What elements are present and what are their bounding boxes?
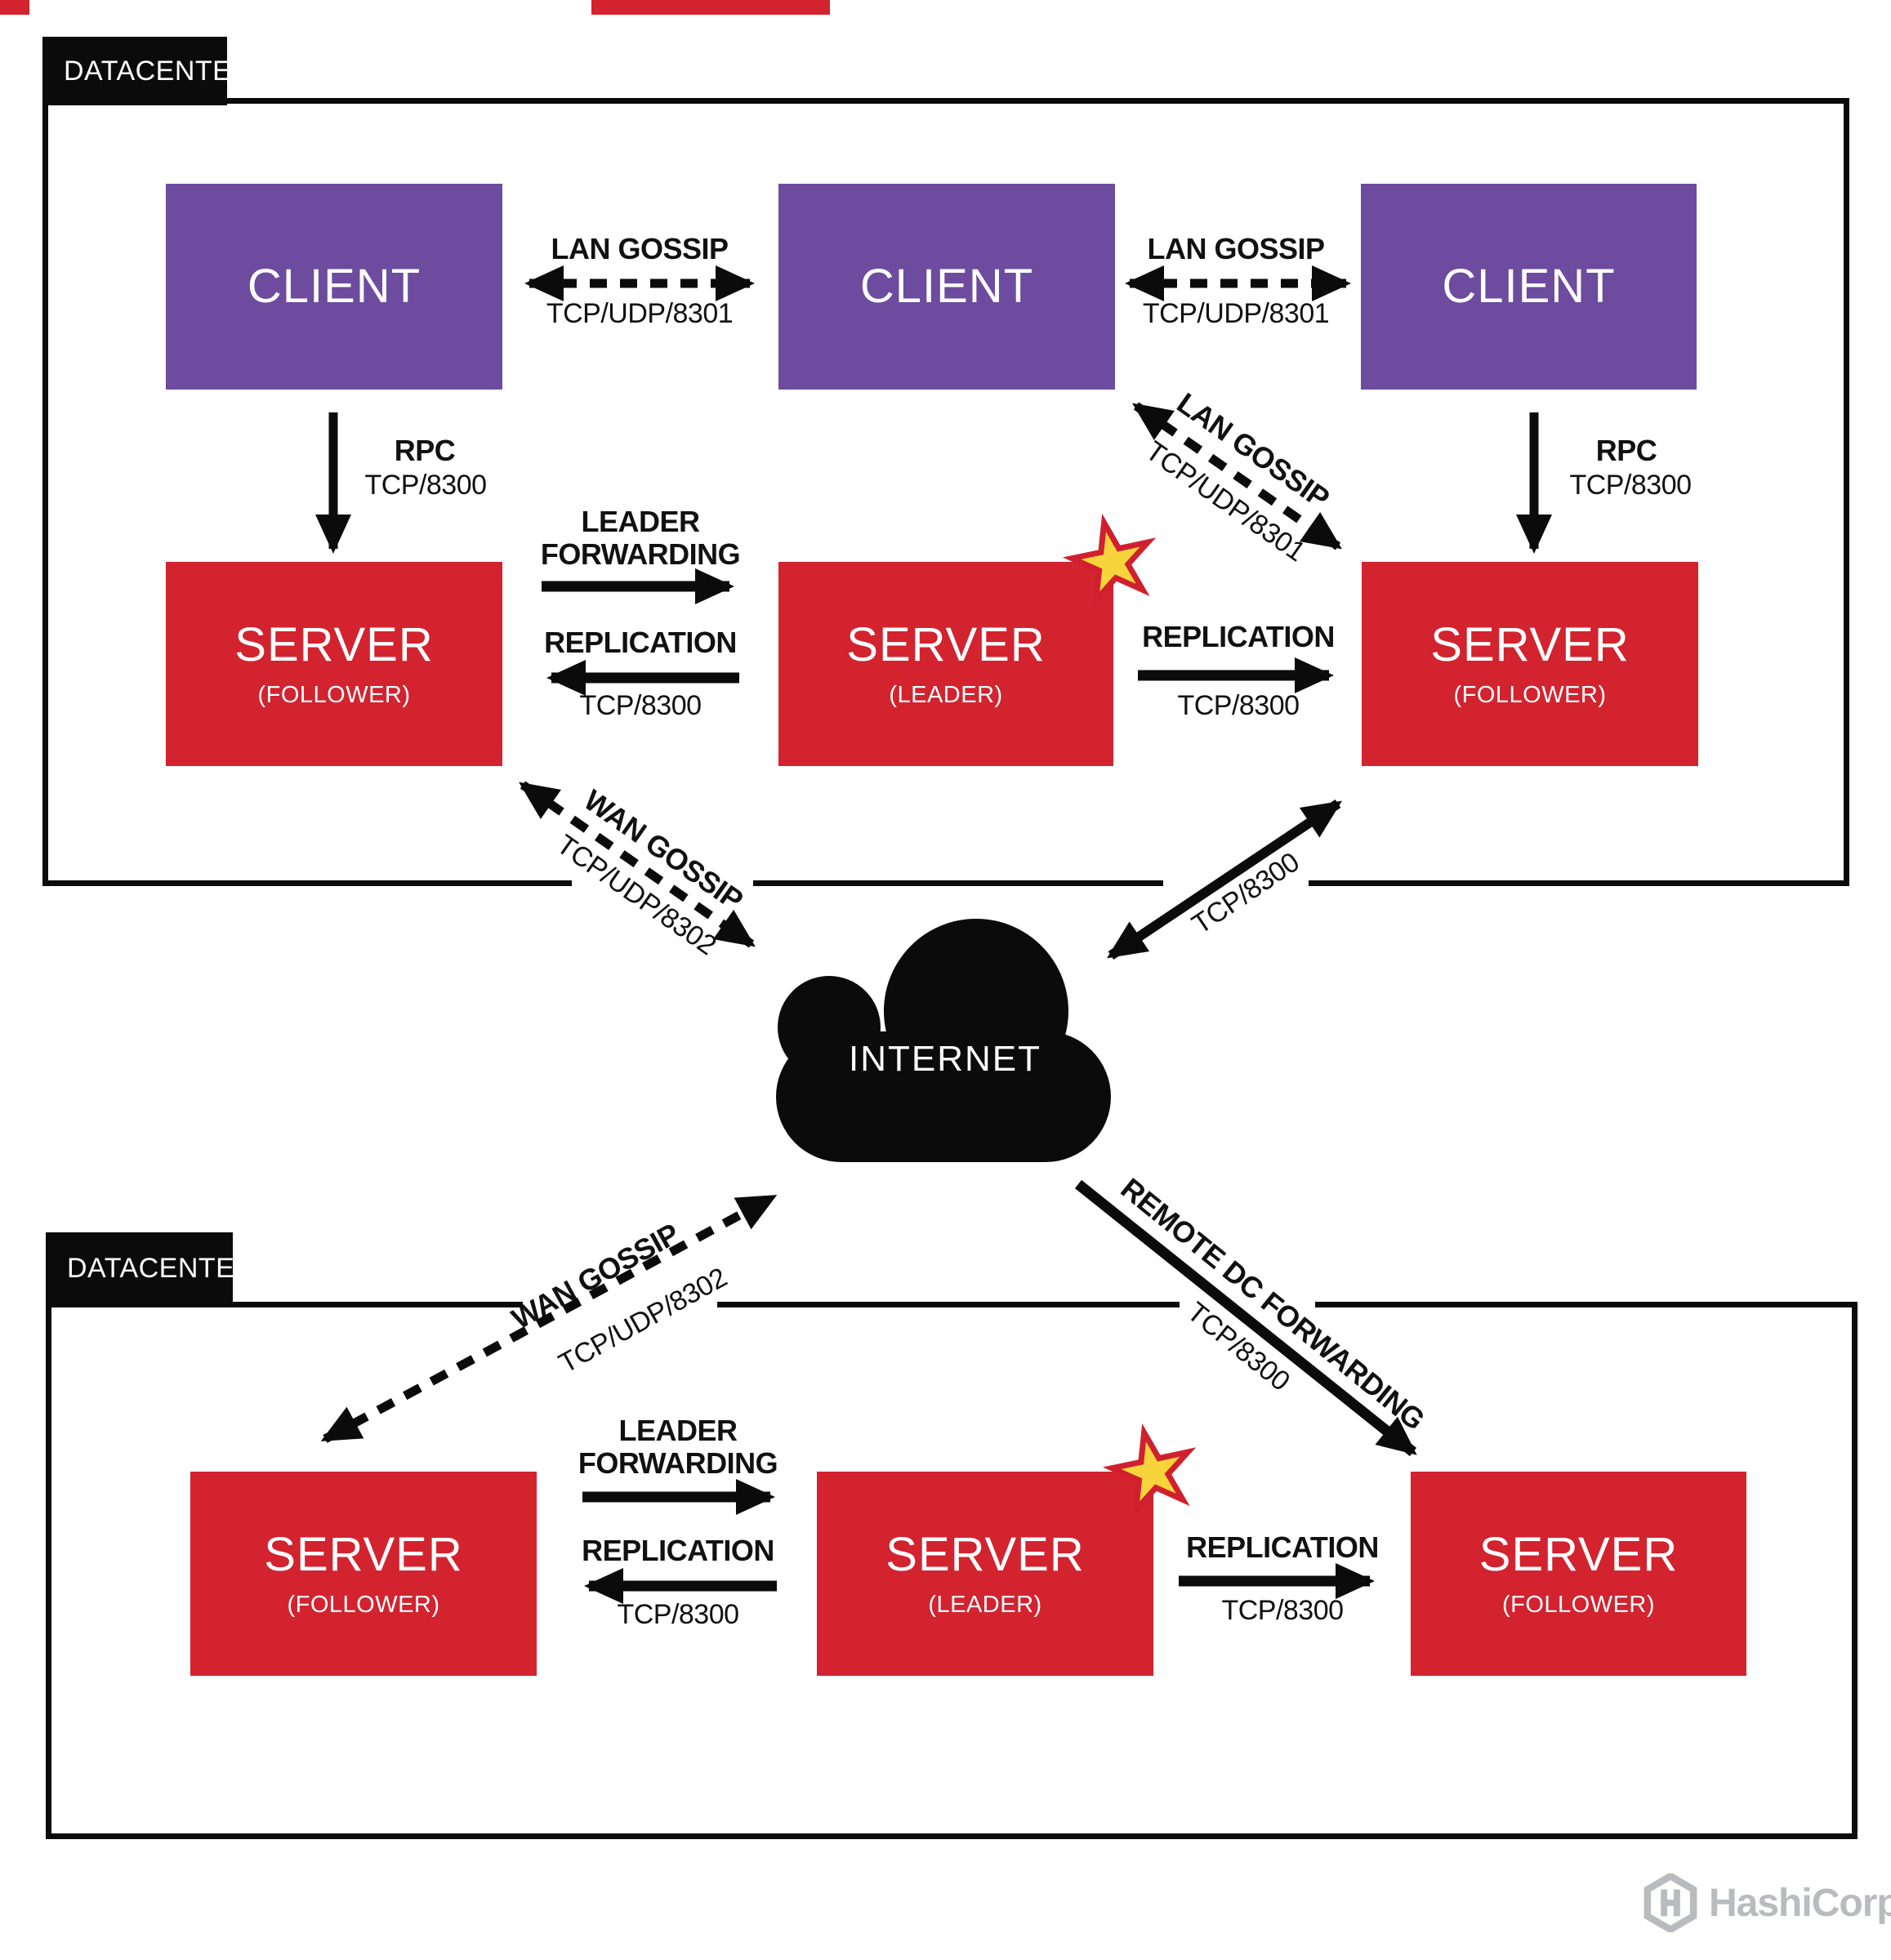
replication-fwd-dc2-label: REPLICATION (1186, 1530, 1379, 1564)
dc1-server-follower-2: SERVER (FOLLOWER) (1362, 562, 1698, 766)
datacenter1-label-text: DATACENTER 1 (64, 55, 276, 87)
dc2-server-leader: SERVER (LEADER) (817, 1472, 1153, 1676)
datacenter2-label-text: DATACENTER 2 (67, 1253, 279, 1284)
replication-back-dc1-port: TCP/8300 (579, 690, 702, 721)
replication-back-dc2-label: REPLICATION (582, 1534, 774, 1567)
dc2-server-1-title: SERVER (264, 1527, 463, 1581)
replication-back-dc1-label: REPLICATION (544, 626, 737, 659)
dc2-server-2-subtitle: (LEADER) (928, 1591, 1042, 1618)
dc1-server-2-subtitle: (LEADER) (889, 681, 1003, 708)
dc1-server-follower-1: SERVER (FOLLOWER) (166, 562, 502, 766)
rpc-right-label: RPC (1595, 434, 1657, 467)
datacenter2-label: DATACENTER 2 (46, 1232, 279, 1305)
dc1-client-2-title: CLIENT (859, 260, 1034, 313)
datacenter1-boundary (42, 98, 1849, 886)
dc1-server-1-title: SERVER (234, 617, 434, 671)
dc2-server-follower-2: SERVER (FOLLOWER) (1411, 1472, 1746, 1676)
replication-fwd-dc1-port: TCP/8300 (1177, 690, 1300, 721)
leader-forwarding-dc2-line1: LEADER (618, 1414, 738, 1447)
rpc-left-label: RPC (394, 434, 456, 467)
leader-forwarding-dc1-line1: LEADER (581, 505, 700, 538)
dc1-server-3-title: SERVER (1430, 617, 1630, 671)
dc1-server-leader: SERVER (LEADER) (778, 562, 1113, 766)
dc1-client-1: CLIENT (166, 184, 502, 390)
dc2-server-2-title: SERVER (885, 1527, 1085, 1581)
dc1-client-2: CLIENT (778, 184, 1115, 390)
dc1-server-1-subtitle: (FOLLOWER) (257, 681, 411, 708)
lan-gossip-2-label: LAN GOSSIP (1147, 232, 1325, 265)
rpc-right-port: TCP/8300 (1569, 470, 1692, 501)
datacenter1-label: DATACENTER 1 (42, 37, 275, 105)
rpc-left-port: TCP/8300 (364, 470, 487, 501)
dc1-client-1-title: CLIENT (247, 260, 421, 313)
internet-label: INTERNET (849, 1039, 1041, 1079)
leader-forwarding-dc2-line2: FORWARDING (578, 1446, 778, 1480)
dc2-server-follower-1: SERVER (FOLLOWER) (190, 1472, 537, 1676)
dc1-server-3-subtitle: (FOLLOWER) (1453, 681, 1607, 708)
hashicorp-logo: HashiCorp (1643, 1873, 1891, 1932)
top-left-red-fragment (0, 0, 29, 15)
dc1-client-3-title: CLIENT (1442, 260, 1616, 313)
replication-back-dc2-port: TCP/8300 (617, 1599, 739, 1630)
dc1-server-2-title: SERVER (846, 617, 1046, 671)
dc2-server-3-subtitle: (FOLLOWER) (1501, 1591, 1656, 1618)
replication-fwd-dc1-label: REPLICATION (1142, 620, 1335, 653)
hashicorp-logo-text: HashiCorp (1709, 1881, 1891, 1925)
leader-forwarding-dc1-line2: FORWARDING (540, 537, 741, 571)
top-red-fragment (591, 0, 830, 15)
datacenter2-boundary (46, 1302, 1858, 1839)
replication-fwd-dc2-port: TCP/8300 (1221, 1595, 1344, 1626)
lan-gossip-1-label: LAN GOSSIP (551, 232, 729, 265)
lan-gossip-1-port: TCP/UDP/8301 (546, 298, 734, 329)
hashicorp-logo-icon (1643, 1873, 1697, 1932)
dc2-server-3-title: SERVER (1478, 1527, 1679, 1581)
dc1-client-3: CLIENT (1361, 184, 1697, 390)
dc2-server-1-subtitle: (FOLLOWER) (287, 1591, 440, 1618)
lan-gossip-2-port: TCP/UDP/8301 (1142, 298, 1330, 329)
